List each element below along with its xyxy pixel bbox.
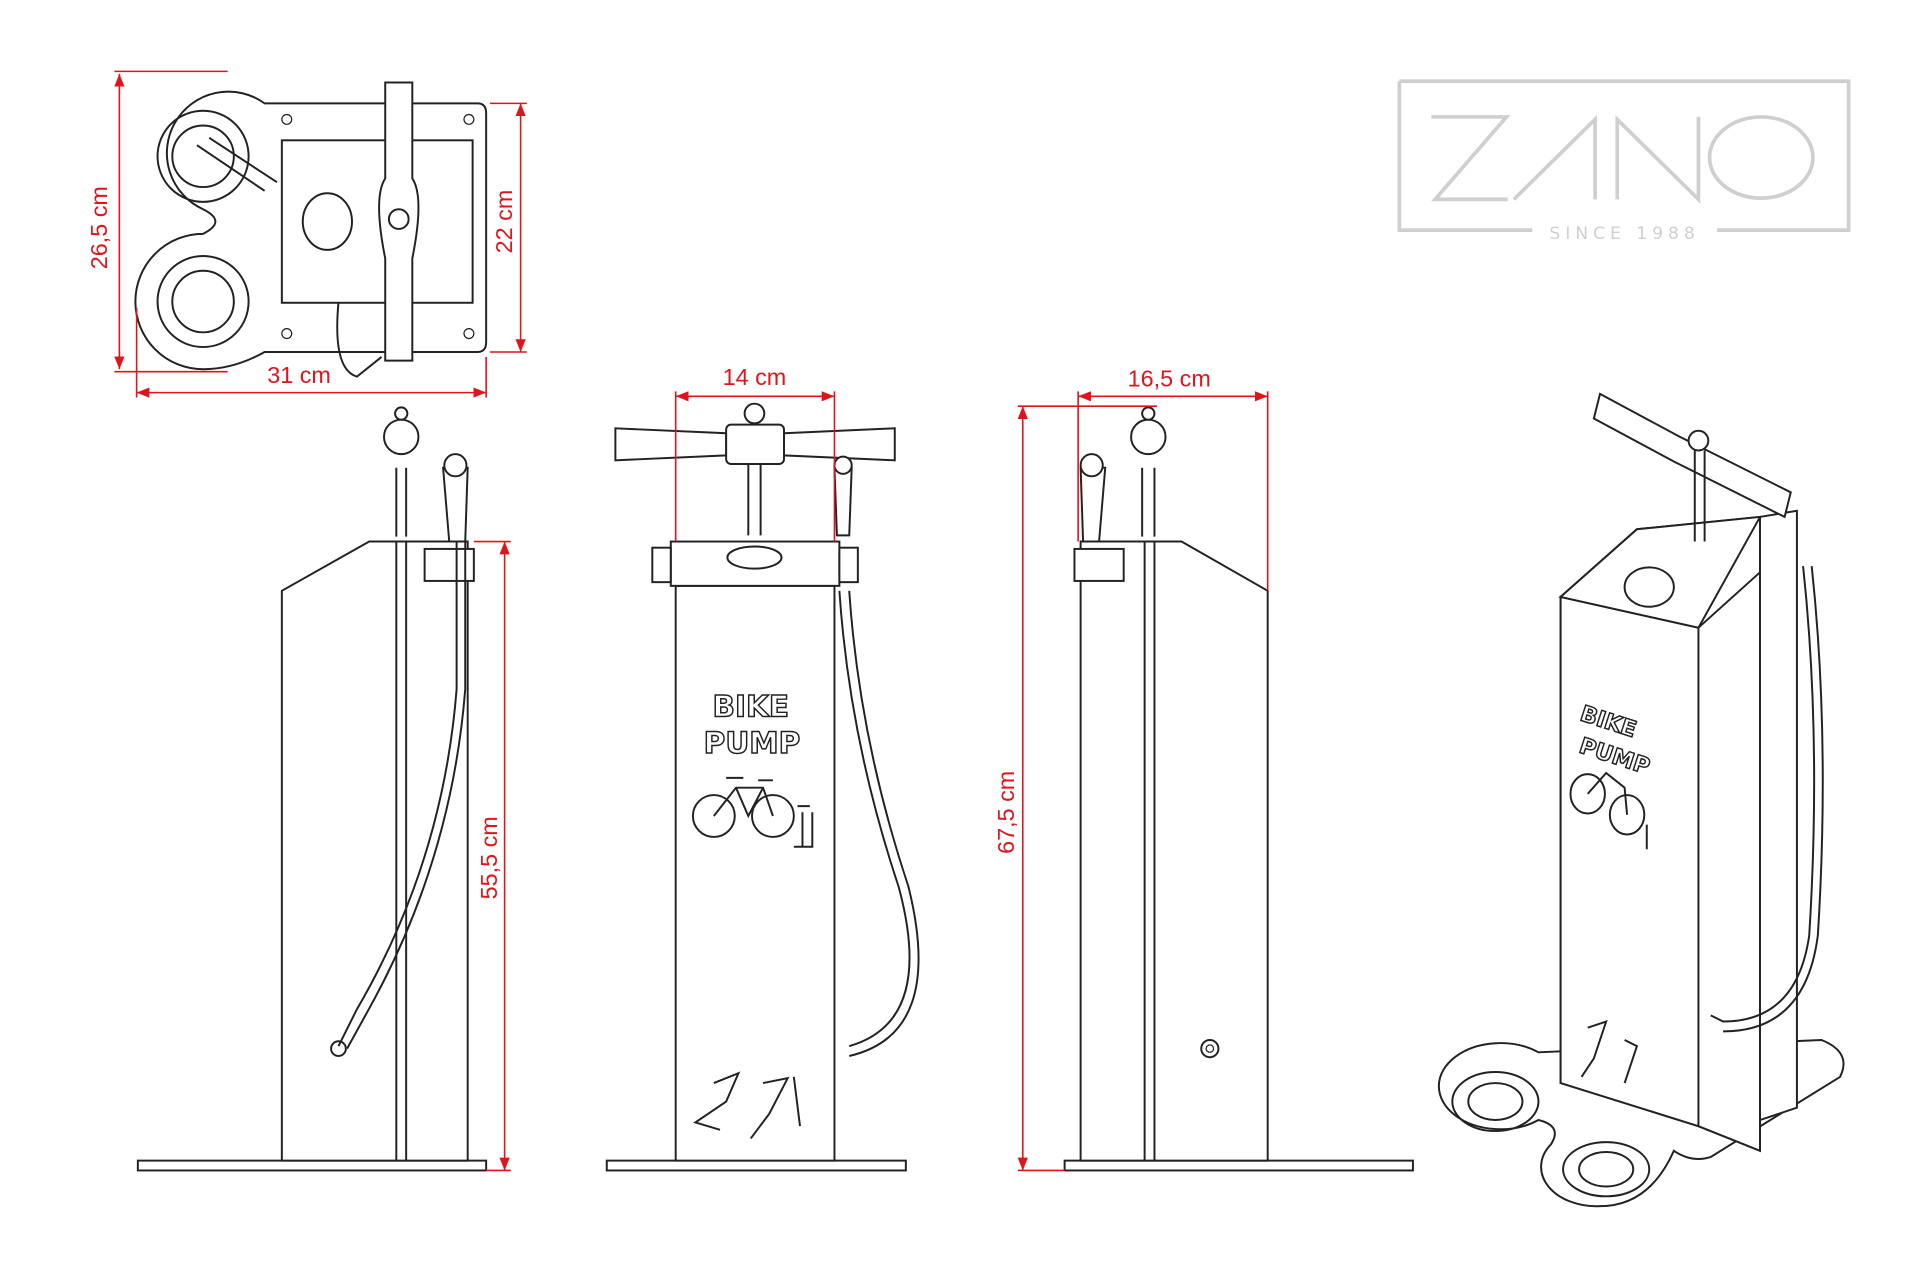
side-view-right: 16,5 cm 67,5 cm [993,365,1414,1172]
bicycle-icon [691,776,814,848]
zano-logo: SINCE 1988 [1397,79,1851,244]
dim-total-height: 67,5 cm [993,771,1019,854]
dim-right-width: 16,5 cm [1128,365,1211,391]
top-view: 26,5 cm 22 cm 31 cm [86,70,527,398]
pump-pedal-icon [693,1071,801,1140]
perspective-view: BIKE PUMP [1437,392,1845,1208]
dim-top-depth: 26,5 cm [86,186,112,269]
logo-tagline: SINCE 1988 [1549,224,1699,244]
dim-handle-width: 14 cm [723,364,787,390]
dim-top-body-depth: 22 cm [491,190,517,254]
side-view-left: 55,5 cm [136,406,511,1172]
perspective-bicycle-icon [1569,771,1648,850]
front-label-bike: BIKE [713,689,790,723]
front-view: BIKE PUMP 14 cm [605,364,920,1172]
perspective-pedal-icon [1580,1019,1639,1084]
dim-side-height: 55,5 cm [476,816,502,899]
dim-top-width: 31 cm [267,362,331,388]
front-label-pump: PUMP [704,726,801,760]
